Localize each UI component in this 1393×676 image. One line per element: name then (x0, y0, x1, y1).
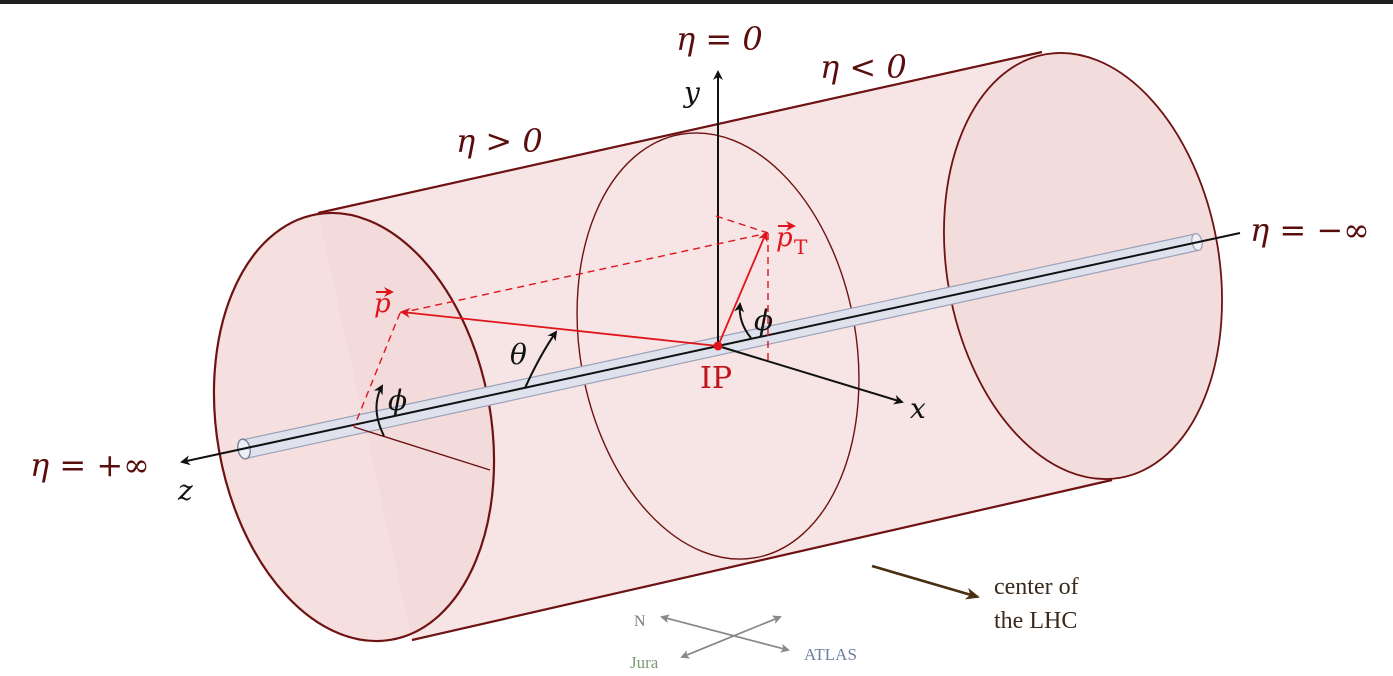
eta-negative-label: η < 0 (820, 48, 907, 86)
phi-label-center: ϕ (754, 304, 773, 337)
compass-atlas-label: ATLAS (804, 645, 857, 664)
eta-minus-infinity-label: η = −∞ (1250, 211, 1370, 249)
compass-north-label: N (634, 613, 646, 630)
phi-arc-center (734, 302, 752, 339)
compass-atlas-arrow (661, 616, 790, 653)
z-axis-arrow (180, 345, 719, 466)
pT-projection-y (715, 215, 769, 234)
eta-positive-label: η > 0 (456, 122, 543, 160)
theta-label: θ (510, 338, 527, 371)
compass-jura-label: Jura (630, 653, 659, 672)
lhc-center-arrow (871, 564, 980, 600)
ip-label: IP (700, 361, 732, 396)
p-projection-top (399, 232, 769, 314)
theta-arc (524, 330, 558, 389)
eta-plus-infinity-label: η = +∞ (30, 446, 150, 484)
x-axis-label: x (910, 392, 926, 425)
lhc-center-label-line1: center of (994, 574, 1079, 600)
beam-line-negative-z (717, 232, 1241, 347)
cylinder-bottom-edge (411, 478, 1113, 642)
z-axis-label: z (177, 474, 193, 507)
cylinder-top-edge (317, 50, 1043, 215)
lhc-center-label-line2: the LHC (994, 608, 1077, 634)
p-vector-label: p (374, 289, 391, 319)
phi-label-endcap: ϕ (388, 384, 407, 417)
p-projection-down (353, 312, 401, 428)
interaction-point-dot (713, 341, 723, 351)
pT-vector-arrow (717, 231, 768, 347)
phi-arc-endcap (373, 384, 385, 437)
phi-reference-line (353, 426, 491, 471)
p-vector-arrow (400, 307, 719, 347)
y-axis-label: y (682, 76, 701, 109)
compass-saleve-arrow (681, 615, 782, 658)
pT-vector-label: p (776, 223, 793, 253)
x-axis-arrow (717, 345, 904, 405)
eta-zero-label: η = 0 (676, 20, 763, 58)
pT-subscript: T (794, 235, 808, 259)
